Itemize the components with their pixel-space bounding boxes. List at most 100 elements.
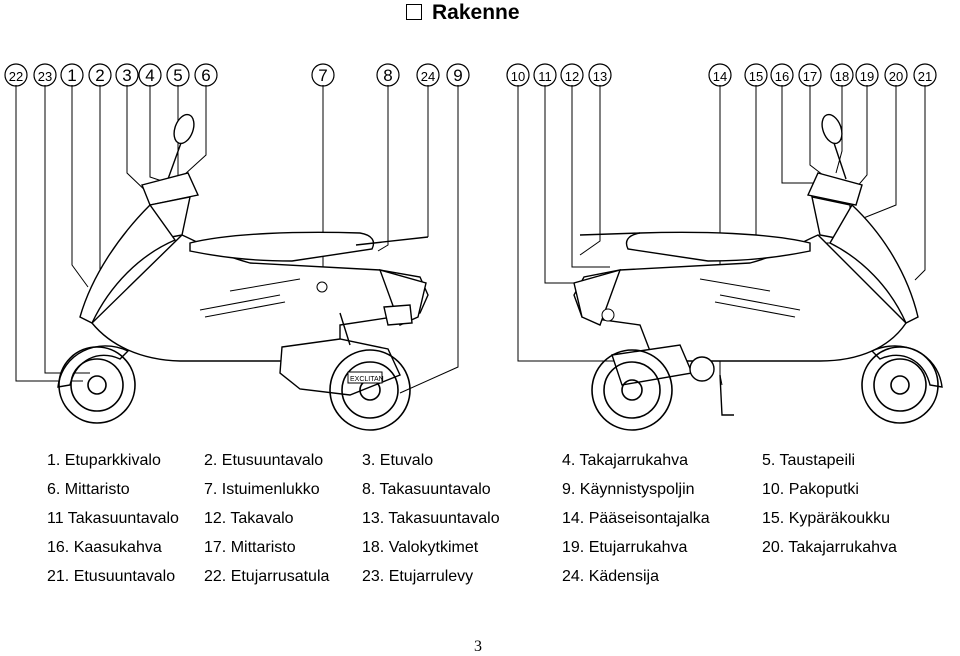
legend-item: 5. Taustapeili <box>762 452 856 469</box>
callout-11: 11 <box>533 63 557 87</box>
callout-13: 13 <box>588 63 612 87</box>
legend-item: 22. Etujarrusatula <box>204 568 330 585</box>
callout-label: 17 <box>803 69 817 84</box>
callout-23: 23 <box>33 63 57 87</box>
leader-line-23 <box>44 85 90 374</box>
callout-label: 3 <box>122 66 131 85</box>
left-mirror <box>173 113 195 145</box>
left-front-wheel <box>58 346 136 424</box>
callout-label: 9 <box>453 66 462 85</box>
legend-item: 11 Takasuuntavalo <box>47 510 179 527</box>
leader-line-6 <box>183 85 207 176</box>
legend-item: 20. Takajarrukahva <box>762 539 897 556</box>
scooter-right-view <box>573 113 943 416</box>
leader-line-22 <box>15 85 83 382</box>
callout-24: 24 <box>416 63 440 87</box>
legend-item: 12. Takavalo <box>204 510 294 527</box>
legend-item: 6. Mittaristo <box>47 481 130 498</box>
callout-20: 20 <box>884 63 908 87</box>
leader-line-1 <box>71 85 89 288</box>
callout-21: 21 <box>913 63 937 87</box>
legend-item: 15. Kypäräkoukku <box>762 510 891 527</box>
callout-label: 7 <box>318 66 327 85</box>
callout-label: 13 <box>593 69 607 84</box>
legend-item: 1. Etuparkkivalo <box>47 452 161 469</box>
callout-label: 18 <box>835 69 849 84</box>
legend-item: 8. Takasuuntavalo <box>362 481 491 498</box>
page-title: Rakenne <box>432 1 520 24</box>
seat-lock <box>316 281 328 293</box>
legend-item: 16. Kaasukahva <box>47 539 162 556</box>
legend-item: 4. Takajarrukahva <box>562 452 688 469</box>
callout-22: 22 <box>4 63 28 87</box>
right-rear-wheel <box>591 349 673 431</box>
callout-18: 18 <box>830 63 854 87</box>
legend-item: 23. Etujarrulevy <box>362 568 474 585</box>
scooter-left-view <box>57 113 429 396</box>
callout-5: 5 <box>166 63 190 87</box>
callout-2: 2 <box>88 63 112 87</box>
callout-12: 12 <box>560 63 584 87</box>
legend-item: 24. Kädensija <box>562 568 659 585</box>
callout-7: 7 <box>311 63 335 87</box>
leader-line-10 <box>517 85 620 362</box>
legend-item: 2. Etusuuntavalo <box>204 452 324 469</box>
scooter-left-details <box>199 278 383 384</box>
callout-6: 6 <box>194 63 218 87</box>
callout-label: 16 <box>775 69 789 84</box>
legend-item: 17. Mittaristo <box>204 539 296 556</box>
callout-label: 12 <box>565 69 579 84</box>
callout-label: 8 <box>383 66 392 85</box>
callout-label: 15 <box>749 69 763 84</box>
legend-item: 18. Valokytkimet <box>362 539 479 556</box>
callout-label: 6 <box>201 66 210 85</box>
callout-label: 2 <box>95 66 104 85</box>
callout-label: 23 <box>38 69 52 84</box>
callout-label: 14 <box>713 69 727 84</box>
leader-line-20 <box>855 85 897 222</box>
callout-label: 5 <box>173 66 182 85</box>
leader-line-4 <box>149 85 169 184</box>
leader-line-16 <box>781 85 822 184</box>
callout-label: 1 <box>67 66 76 85</box>
leader-line-9 <box>399 85 459 394</box>
page-number: 3 <box>474 638 482 655</box>
callout-label: 4 <box>145 66 154 85</box>
callout-10: 10 <box>506 63 530 87</box>
scooter-right-wheels <box>591 346 939 431</box>
legend-item: 14. Pääseisontajalka <box>562 510 710 527</box>
right-front-wheel <box>861 346 939 424</box>
callout-label: 10 <box>511 69 525 84</box>
callout-label: 19 <box>860 69 874 84</box>
leader-line-21 <box>914 85 926 281</box>
legend-item: 21. Etusuuntavalo <box>47 568 176 585</box>
legend-item: 10. Pakoputki <box>762 481 859 498</box>
right-mirror <box>821 113 843 145</box>
leader-line-3 <box>126 85 151 196</box>
legend-item: 19. Etujarrukahva <box>562 539 688 556</box>
legend-item: 7. Istuimenlukko <box>204 481 320 498</box>
callout-8: 8 <box>376 63 400 87</box>
callout-16: 16 <box>770 63 794 87</box>
callout-19: 19 <box>855 63 879 87</box>
scooter-left-wheels <box>58 346 411 431</box>
engine-badge: EXCLITAN <box>350 376 384 383</box>
callout-9: 9 <box>446 63 470 87</box>
callout-label: 24 <box>421 69 435 84</box>
leader-line-19 <box>849 85 868 196</box>
leader-line-12 <box>571 85 610 268</box>
legend-item: 9. Käynnistyspoljin <box>562 481 695 498</box>
leader-line-8 <box>377 85 389 252</box>
leader-line-13 <box>579 85 601 256</box>
callout-17: 17 <box>798 63 822 87</box>
legend-item: 13. Takasuuntavalo <box>362 510 500 527</box>
callout-4: 4 <box>138 63 162 87</box>
callout-label: 11 <box>538 69 552 84</box>
callout-label: 22 <box>9 69 23 84</box>
callout-label: 20 <box>889 69 903 84</box>
legend-item: 3. Etuvalo <box>362 452 434 469</box>
leader-line-18 <box>835 85 843 174</box>
callout-3: 3 <box>115 63 139 87</box>
